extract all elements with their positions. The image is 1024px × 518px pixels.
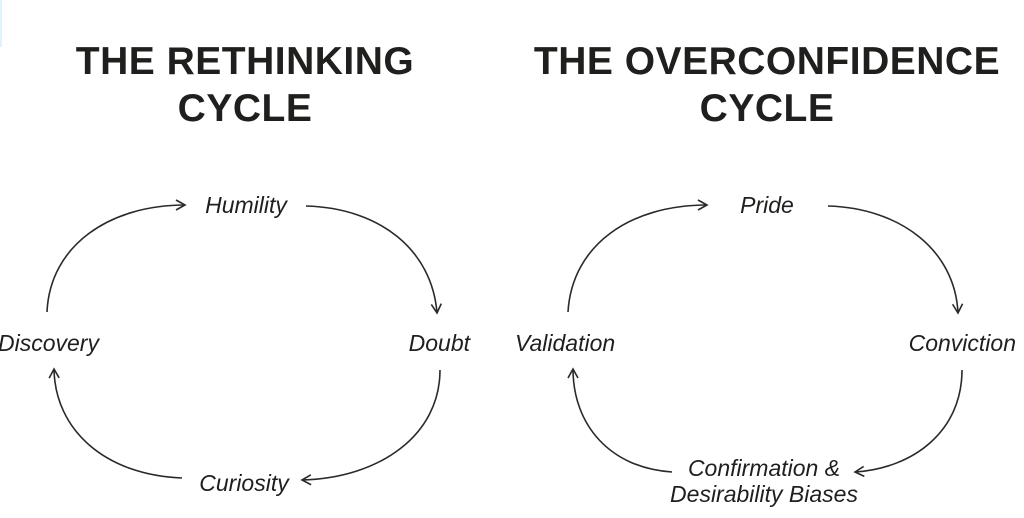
arrow-biases-to-validation [567, 367, 673, 473]
title-line-1: THE RETHINKING [75, 40, 415, 83]
arrow-validation-to-pride [567, 199, 709, 313]
title-line-2: CYCLE [177, 87, 313, 130]
edge-strip [0, 0, 2, 47]
node-conviction: Conviction [909, 330, 1016, 356]
node-confirmation-line-1: Confirmation & [688, 455, 840, 481]
node-discovery: Discovery [0, 330, 100, 356]
arrow-doubt-to-curiosity [300, 369, 441, 486]
node-validation: Validation [515, 330, 615, 356]
arrow-humility-to-doubt [305, 205, 442, 315]
title-line-1: THE OVERCONFIDENCE [533, 40, 1001, 83]
rethinking-cycle: Humility Doubt Curiosity Discovery [0, 192, 472, 496]
node-doubt: Doubt [409, 330, 472, 356]
arrow-pride-to-conviction [827, 205, 964, 315]
arrow-curiosity-to-discovery [48, 367, 183, 479]
rethinking-cycle-title: THE RETHINKING CYCLE [45, 38, 445, 132]
node-confirmation-line-2: Desirability Biases [670, 481, 858, 507]
node-pride: Pride [740, 192, 794, 218]
arrow-discovery-to-humility [46, 199, 187, 313]
node-humility: Humility [205, 192, 288, 218]
overconfidence-cycle-title: THE OVERCONFIDENCE CYCLE [517, 38, 1017, 132]
arrow-conviction-to-biases [853, 369, 963, 478]
node-curiosity: Curiosity [199, 470, 290, 496]
title-line-2: CYCLE [699, 87, 835, 130]
overconfidence-cycle: Pride Conviction Confirmation & Desirabi… [515, 192, 1016, 507]
